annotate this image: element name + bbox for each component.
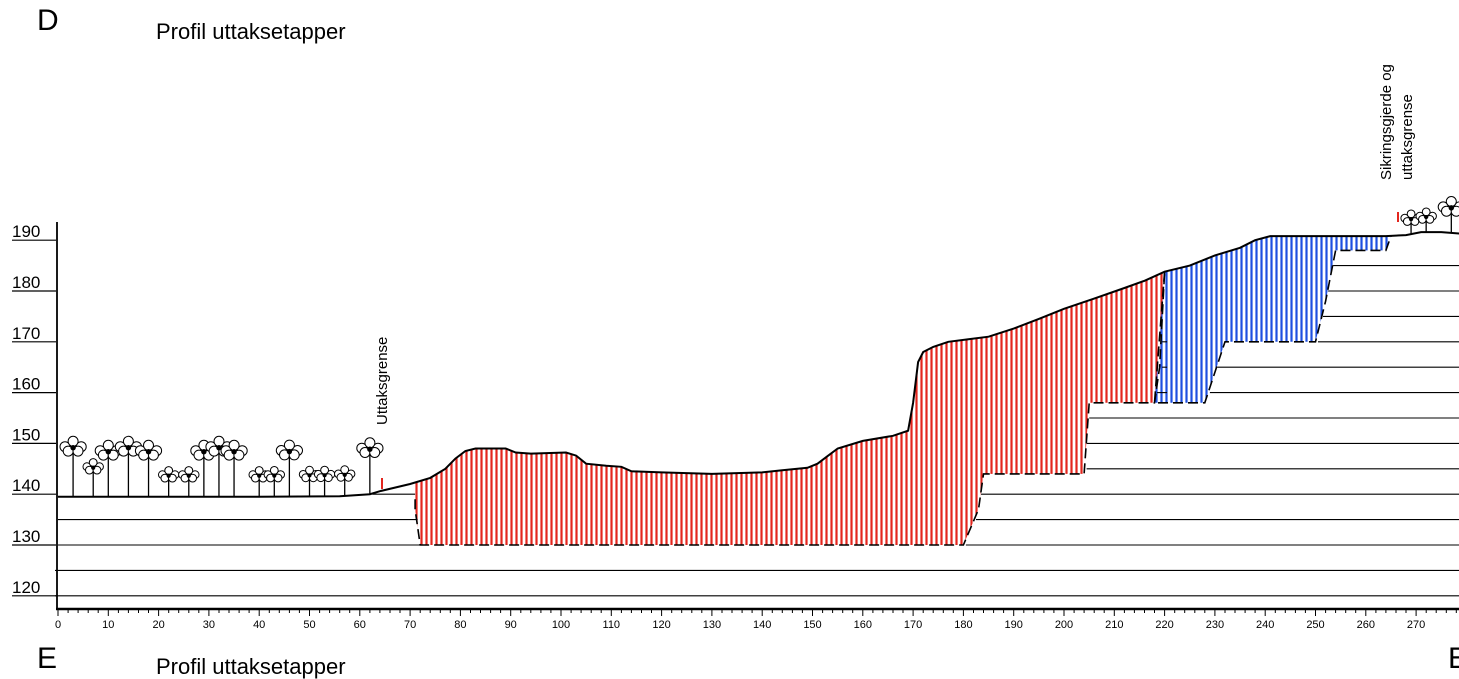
x-tick-label: 110 — [603, 619, 621, 631]
x-tick-label: 60 — [354, 619, 366, 631]
boundary-label-right-line2: uttaksgrense — [1399, 94, 1416, 180]
x-tick-label: 180 — [954, 619, 972, 631]
x-tick-label: 30 — [203, 619, 215, 631]
elevation-label: 140 — [12, 476, 40, 495]
x-tick-label: 140 — [753, 619, 771, 631]
x-tick-label: 10 — [102, 619, 114, 631]
phase-red-floor — [414, 271, 1166, 546]
x-tick-label: 80 — [454, 619, 466, 631]
section-end-label-left: E — [37, 642, 58, 675]
boundary-label-left: Uttaksgrense — [374, 337, 391, 425]
elevation-label: 150 — [12, 425, 40, 444]
tree-icon — [275, 439, 303, 497]
elevation-label: 170 — [12, 324, 40, 343]
x-tick-label: 230 — [1206, 619, 1224, 631]
tree-icon — [59, 435, 87, 497]
x-tick-label: 130 — [703, 619, 721, 631]
elevation-label: 160 — [12, 375, 40, 394]
x-tick-label: 170 — [904, 619, 922, 631]
x-tick-label: 270 — [1407, 619, 1425, 631]
tree-icon — [263, 466, 286, 497]
x-tick-label: 40 — [253, 619, 265, 631]
x-tick-label: 250 — [1306, 619, 1324, 631]
tree-icon — [356, 437, 384, 495]
distance-axis: 0 10 20 30 40 50 60 70 80 90 100 110 120 130 140 150 160… — [55, 607, 1459, 631]
extraction-phase-hatching — [415, 235, 1391, 545]
x-tick-label: 50 — [303, 619, 315, 631]
x-tick-label: 190 — [1005, 619, 1023, 631]
tree-row — [59, 196, 1459, 497]
x-tick-label: 260 — [1357, 619, 1375, 631]
tree-icon — [158, 466, 180, 497]
x-tick-label: 70 — [404, 619, 416, 631]
x-tick-label: 220 — [1155, 619, 1173, 631]
bench-lines — [55, 265, 1459, 597]
elevation-label: 120 — [12, 578, 40, 597]
x-tick-label: 150 — [803, 619, 821, 631]
boundary-markers — [381, 212, 1399, 489]
section-end-label-right: E — [1448, 642, 1459, 675]
phase-red-area — [415, 271, 1165, 545]
tree-icon — [1415, 207, 1437, 233]
tree-icon — [134, 439, 163, 497]
elevation-scale: 120 130 140 150 160 170 180 190 — [12, 222, 58, 609]
tree-icon — [114, 435, 142, 497]
x-tick-label: 120 — [652, 619, 670, 631]
x-tick-label: 0 — [55, 619, 61, 631]
x-tick-label: 20 — [152, 619, 164, 631]
tree-icon — [220, 439, 248, 497]
boundary-label-right-line1: Sikringsgjerde og — [1378, 64, 1395, 180]
phase-outlines — [414, 235, 1392, 546]
tree-icon — [178, 466, 200, 497]
terrain-line-group — [58, 231, 1459, 498]
tree-icon — [1437, 196, 1459, 233]
terrain-line — [58, 231, 1459, 498]
x-tick-label: 200 — [1055, 619, 1073, 631]
elevation-label: 180 — [12, 273, 40, 292]
phase-blue-area — [1154, 235, 1391, 403]
tree-icon — [313, 465, 336, 497]
x-tick-label: 100 — [552, 619, 570, 631]
profile-title-top: Profil uttaksetapper — [156, 19, 346, 44]
tree-icon — [82, 458, 104, 497]
profile-title-bottom: Profil uttaksetapper — [156, 654, 346, 679]
x-tick-label: 160 — [854, 619, 872, 631]
elevation-label: 190 — [12, 222, 40, 241]
x-tick-label: 90 — [505, 619, 517, 631]
phase-blue-floor — [1153, 235, 1392, 404]
tree-icon — [334, 465, 356, 496]
x-tick-label: 210 — [1105, 619, 1123, 631]
x-tick-label: 240 — [1256, 619, 1274, 631]
elevation-label: 130 — [12, 527, 40, 546]
section-start-label-top: D — [37, 4, 59, 37]
tree-icon — [205, 435, 233, 497]
